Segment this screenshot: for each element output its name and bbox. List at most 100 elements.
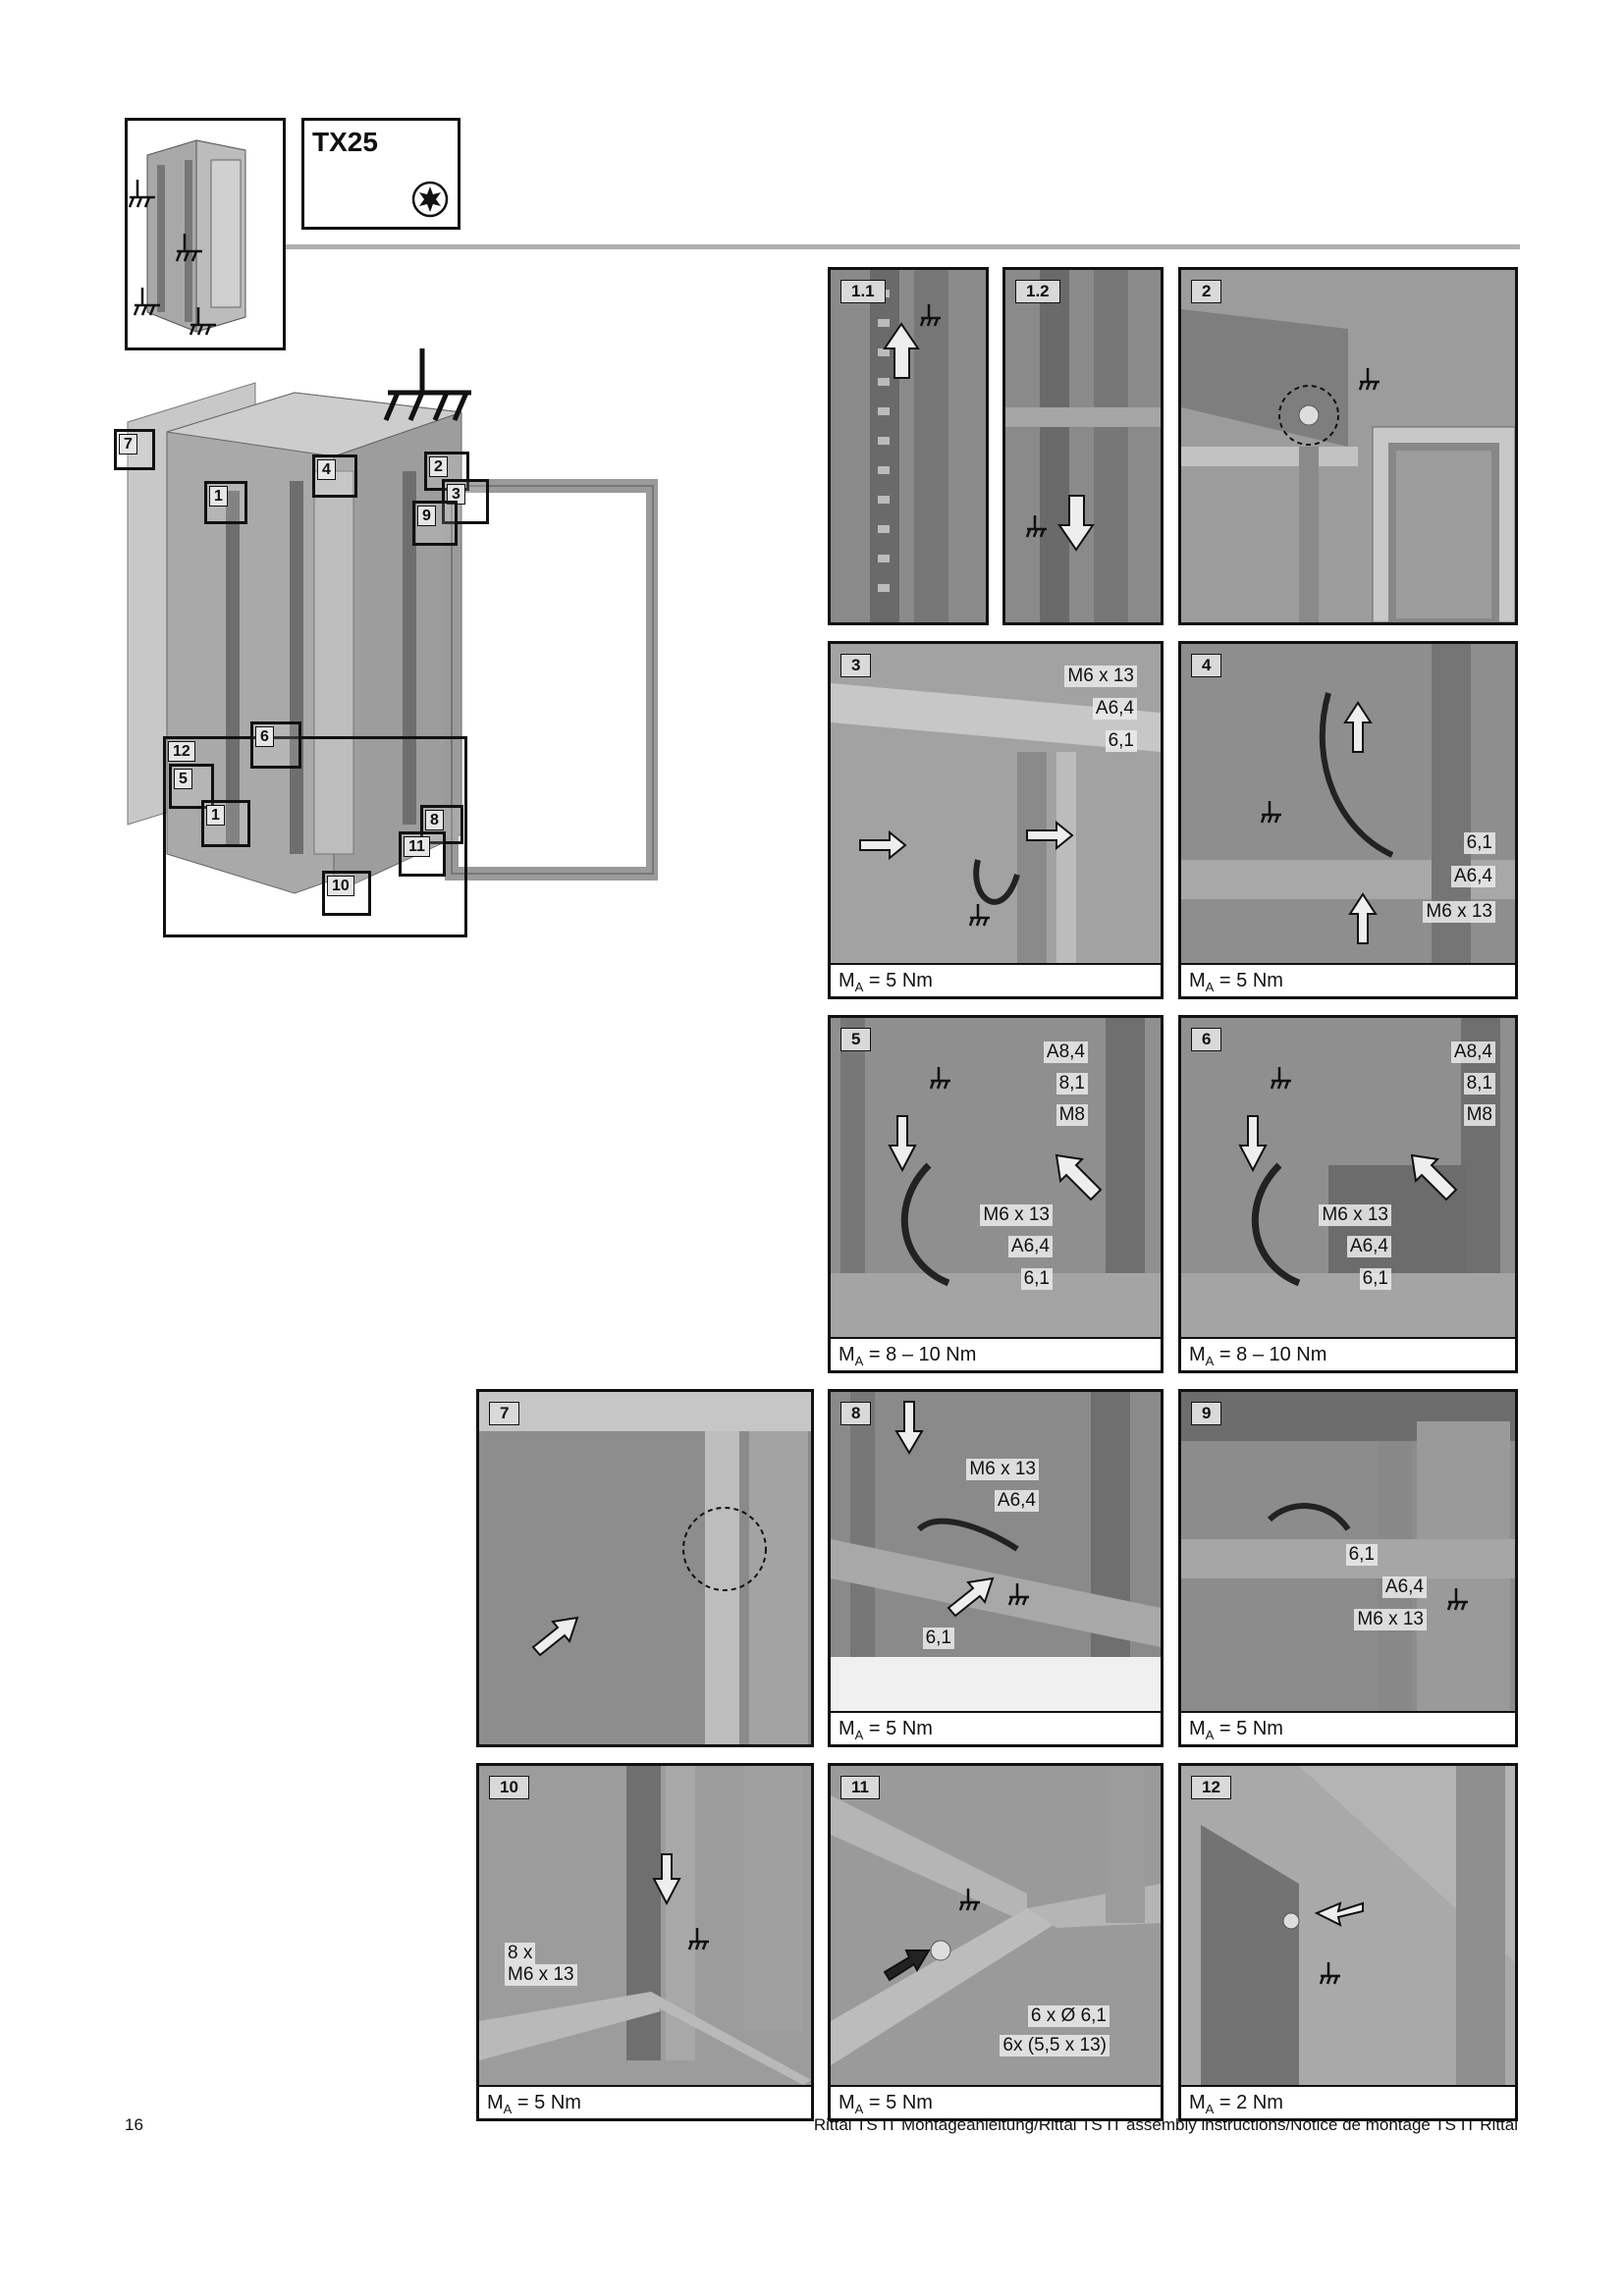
callout-number: 6	[255, 726, 274, 747]
part-label: M6 x 13	[1423, 901, 1495, 923]
step-panel-6: 6 A8,4 8,1 M8 M6 x 13 A6,4 6,1 MA = 8 – …	[1178, 1015, 1518, 1373]
step-11-illustration	[831, 1766, 1161, 2085]
part-label: A8,4	[1043, 1041, 1088, 1063]
step-panel-7: 7	[476, 1389, 814, 1747]
callout-number: 5	[174, 769, 192, 789]
callout-number: 4	[317, 459, 336, 480]
step-8-illustration	[831, 1392, 1161, 1711]
part-label: M8	[1056, 1104, 1088, 1126]
callout-group-lower[interactable]: 12	[163, 736, 467, 937]
tool-box: TX25	[301, 118, 460, 230]
part-label: 6 x Ø 6,1	[1027, 2005, 1110, 2027]
torque-spec: MA = 5 Nm	[831, 1711, 1161, 1744]
part-label: M8	[1463, 1104, 1495, 1126]
callout-1-top[interactable]: 1	[204, 481, 247, 524]
part-label: A8,4	[1450, 1041, 1495, 1063]
step-number: 9	[1191, 1402, 1222, 1425]
step-number: 3	[840, 654, 872, 677]
callout-number: 1	[206, 805, 225, 826]
footer-text: Rittal TS IT Montageanleitung/Rittal TS …	[813, 2115, 1518, 2134]
step-5-illustration	[831, 1018, 1161, 1337]
part-label: M6 x 13	[1064, 666, 1137, 687]
step-panel-2: 2	[1178, 267, 1518, 625]
step-1-2-illustration	[1005, 270, 1161, 622]
part-label: A6,4	[1092, 698, 1137, 720]
callout-number: 10	[327, 876, 354, 896]
callout-11[interactable]: 11	[399, 831, 446, 877]
callout-9[interactable]: 9	[412, 501, 458, 546]
step-7-illustration	[479, 1392, 811, 1744]
callout-number: 11	[404, 836, 430, 857]
step-number: 8	[840, 1402, 872, 1425]
page-number: 16	[125, 2115, 143, 2134]
callout-7[interactable]: 7	[114, 429, 155, 470]
step-number: 1.2	[1015, 280, 1060, 303]
part-label: M6 x 13	[1354, 1609, 1427, 1630]
step-number: 12	[1191, 1776, 1231, 1799]
part-label: A6,4	[1450, 866, 1495, 887]
step-12-illustration	[1181, 1766, 1515, 2085]
step-panel-5: 5 A8,4 8,1 M8 M6 x 13 A6,4 6,1 MA = 8 – …	[828, 1015, 1164, 1373]
step-9-illustration	[1181, 1392, 1515, 1711]
callout-5[interactable]: 5	[169, 764, 214, 809]
step-panel-3: 3 M6 x 13 A6,4 6,1 MA = 5 Nm	[828, 641, 1164, 999]
callout-10[interactable]: 10	[322, 871, 371, 916]
step-10-illustration	[479, 1766, 811, 2085]
cabinet-thumbnail-illustration	[128, 139, 246, 336]
part-label: M6 x 13	[1319, 1204, 1391, 1226]
header-rule	[286, 244, 1520, 249]
step-number: 7	[489, 1402, 520, 1425]
step-number: 6	[1191, 1028, 1222, 1051]
torque-spec: MA = 5 Nm	[831, 2085, 1161, 2118]
callout-4[interactable]: 4	[312, 454, 357, 498]
callout-number: 2	[429, 456, 448, 477]
step-2-illustration	[1181, 270, 1515, 622]
part-label: 6x (5,5 x 13)	[1000, 2035, 1110, 2056]
torque-spec: MA = 5 Nm	[831, 963, 1161, 996]
part-label: A6,4	[1381, 1576, 1427, 1598]
callout-number: 12	[168, 741, 195, 762]
part-label: 6,1	[1020, 1268, 1053, 1290]
torque-spec: MA = 5 Nm	[479, 2085, 811, 2118]
step-3-illustration	[831, 644, 1161, 963]
part-label: A6,4	[994, 1490, 1039, 1512]
step-number: 11	[840, 1776, 880, 1799]
callout-1-bottom[interactable]: 1	[201, 800, 250, 847]
step-number: 5	[840, 1028, 872, 1051]
step-1-1-illustration	[831, 270, 986, 622]
callout-number: 7	[119, 434, 137, 454]
part-label: 8,1	[1056, 1073, 1088, 1095]
part-label: 6,1	[1463, 832, 1495, 854]
step-6-illustration	[1181, 1018, 1515, 1337]
part-label: M6 x 13	[980, 1204, 1053, 1226]
callout-number: 9	[417, 506, 436, 526]
part-label: 8,1	[1463, 1073, 1495, 1095]
part-label: A6,4	[1346, 1236, 1391, 1257]
part-label: 6,1	[1105, 730, 1137, 752]
step-panel-1-2: 1.2	[1002, 267, 1164, 625]
part-label: 6,1	[1345, 1544, 1378, 1566]
step-panel-1-1: 1.1	[828, 267, 989, 625]
part-label: 6,1	[1359, 1268, 1391, 1290]
step-panel-12: 12 MA = 2 Nm	[1178, 1763, 1518, 2121]
tool-label: TX25	[312, 127, 378, 157]
part-label: M6 x 13	[966, 1459, 1039, 1480]
part-label: 8 x	[505, 1943, 536, 1964]
callout-8[interactable]: 8	[420, 805, 463, 844]
torque-spec: MA = 2 Nm	[1181, 2085, 1515, 2118]
step-panel-4: 4 6,1 A6,4 M6 x 13 MA = 5 Nm	[1178, 641, 1518, 999]
part-label: M6 x 13	[505, 1964, 577, 1986]
step-number: 4	[1191, 654, 1222, 677]
cabinet-thumbnail	[125, 118, 286, 350]
overview-illustration: 7 1 4 2 3 9 12 6 5 1 8 11 10	[108, 344, 660, 942]
torque-spec: MA = 8 – 10 Nm	[831, 1337, 1161, 1370]
torque-spec: MA = 8 – 10 Nm	[1181, 1337, 1515, 1370]
cabinet-overview-svg	[127, 348, 660, 894]
callout-6[interactable]: 6	[250, 721, 301, 769]
torque-spec: MA = 5 Nm	[1181, 1711, 1515, 1744]
step-number: 1.1	[840, 280, 886, 303]
step-panel-9: 9 6,1 A6,4 M6 x 13 MA = 5 Nm	[1178, 1389, 1518, 1747]
part-label: A6,4	[1007, 1236, 1053, 1257]
step-panel-10: 10 8 x M6 x 13 MA = 5 Nm	[476, 1763, 814, 2121]
step-number: 10	[489, 1776, 529, 1799]
